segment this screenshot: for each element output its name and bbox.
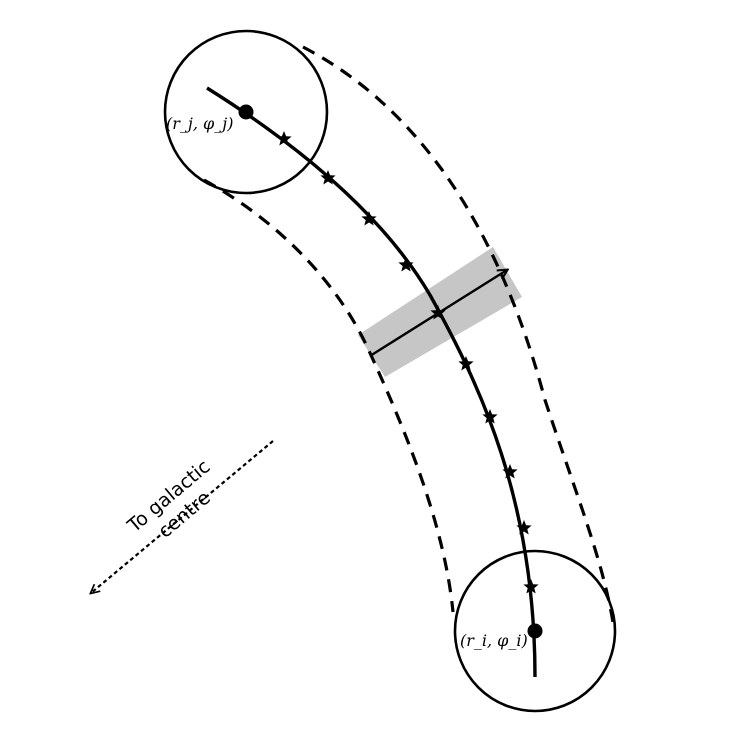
- stream-outer-boundary: [302, 45, 616, 629]
- star-marker: [398, 257, 414, 272]
- endpoint-j-label: (r_j, φ_j): [166, 114, 233, 133]
- stream-track: [206, 86, 537, 678]
- endpoint-i-label: (r_i, φ_i): [460, 631, 528, 650]
- stream-inner-boundary: [203, 178, 455, 613]
- star-marker: [430, 305, 446, 320]
- star-marker: [523, 579, 539, 594]
- star-marker: [320, 170, 336, 185]
- star-marker: [482, 409, 498, 424]
- galactic-centre-arrow: [91, 440, 274, 593]
- endpoint-i-dot: [527, 623, 543, 639]
- stream-stars: [276, 131, 539, 594]
- star-marker: [361, 211, 377, 226]
- endpoint-i-circle: [453, 549, 617, 713]
- star-marker: [458, 356, 474, 371]
- star-marker: [516, 520, 532, 535]
- star-marker: [502, 464, 518, 479]
- endpoint-j-circle: [163, 29, 329, 195]
- star-marker: [276, 131, 292, 146]
- galactic-centre-label: To galactic centre: [123, 456, 215, 543]
- endpoint-j-dot: [238, 104, 254, 120]
